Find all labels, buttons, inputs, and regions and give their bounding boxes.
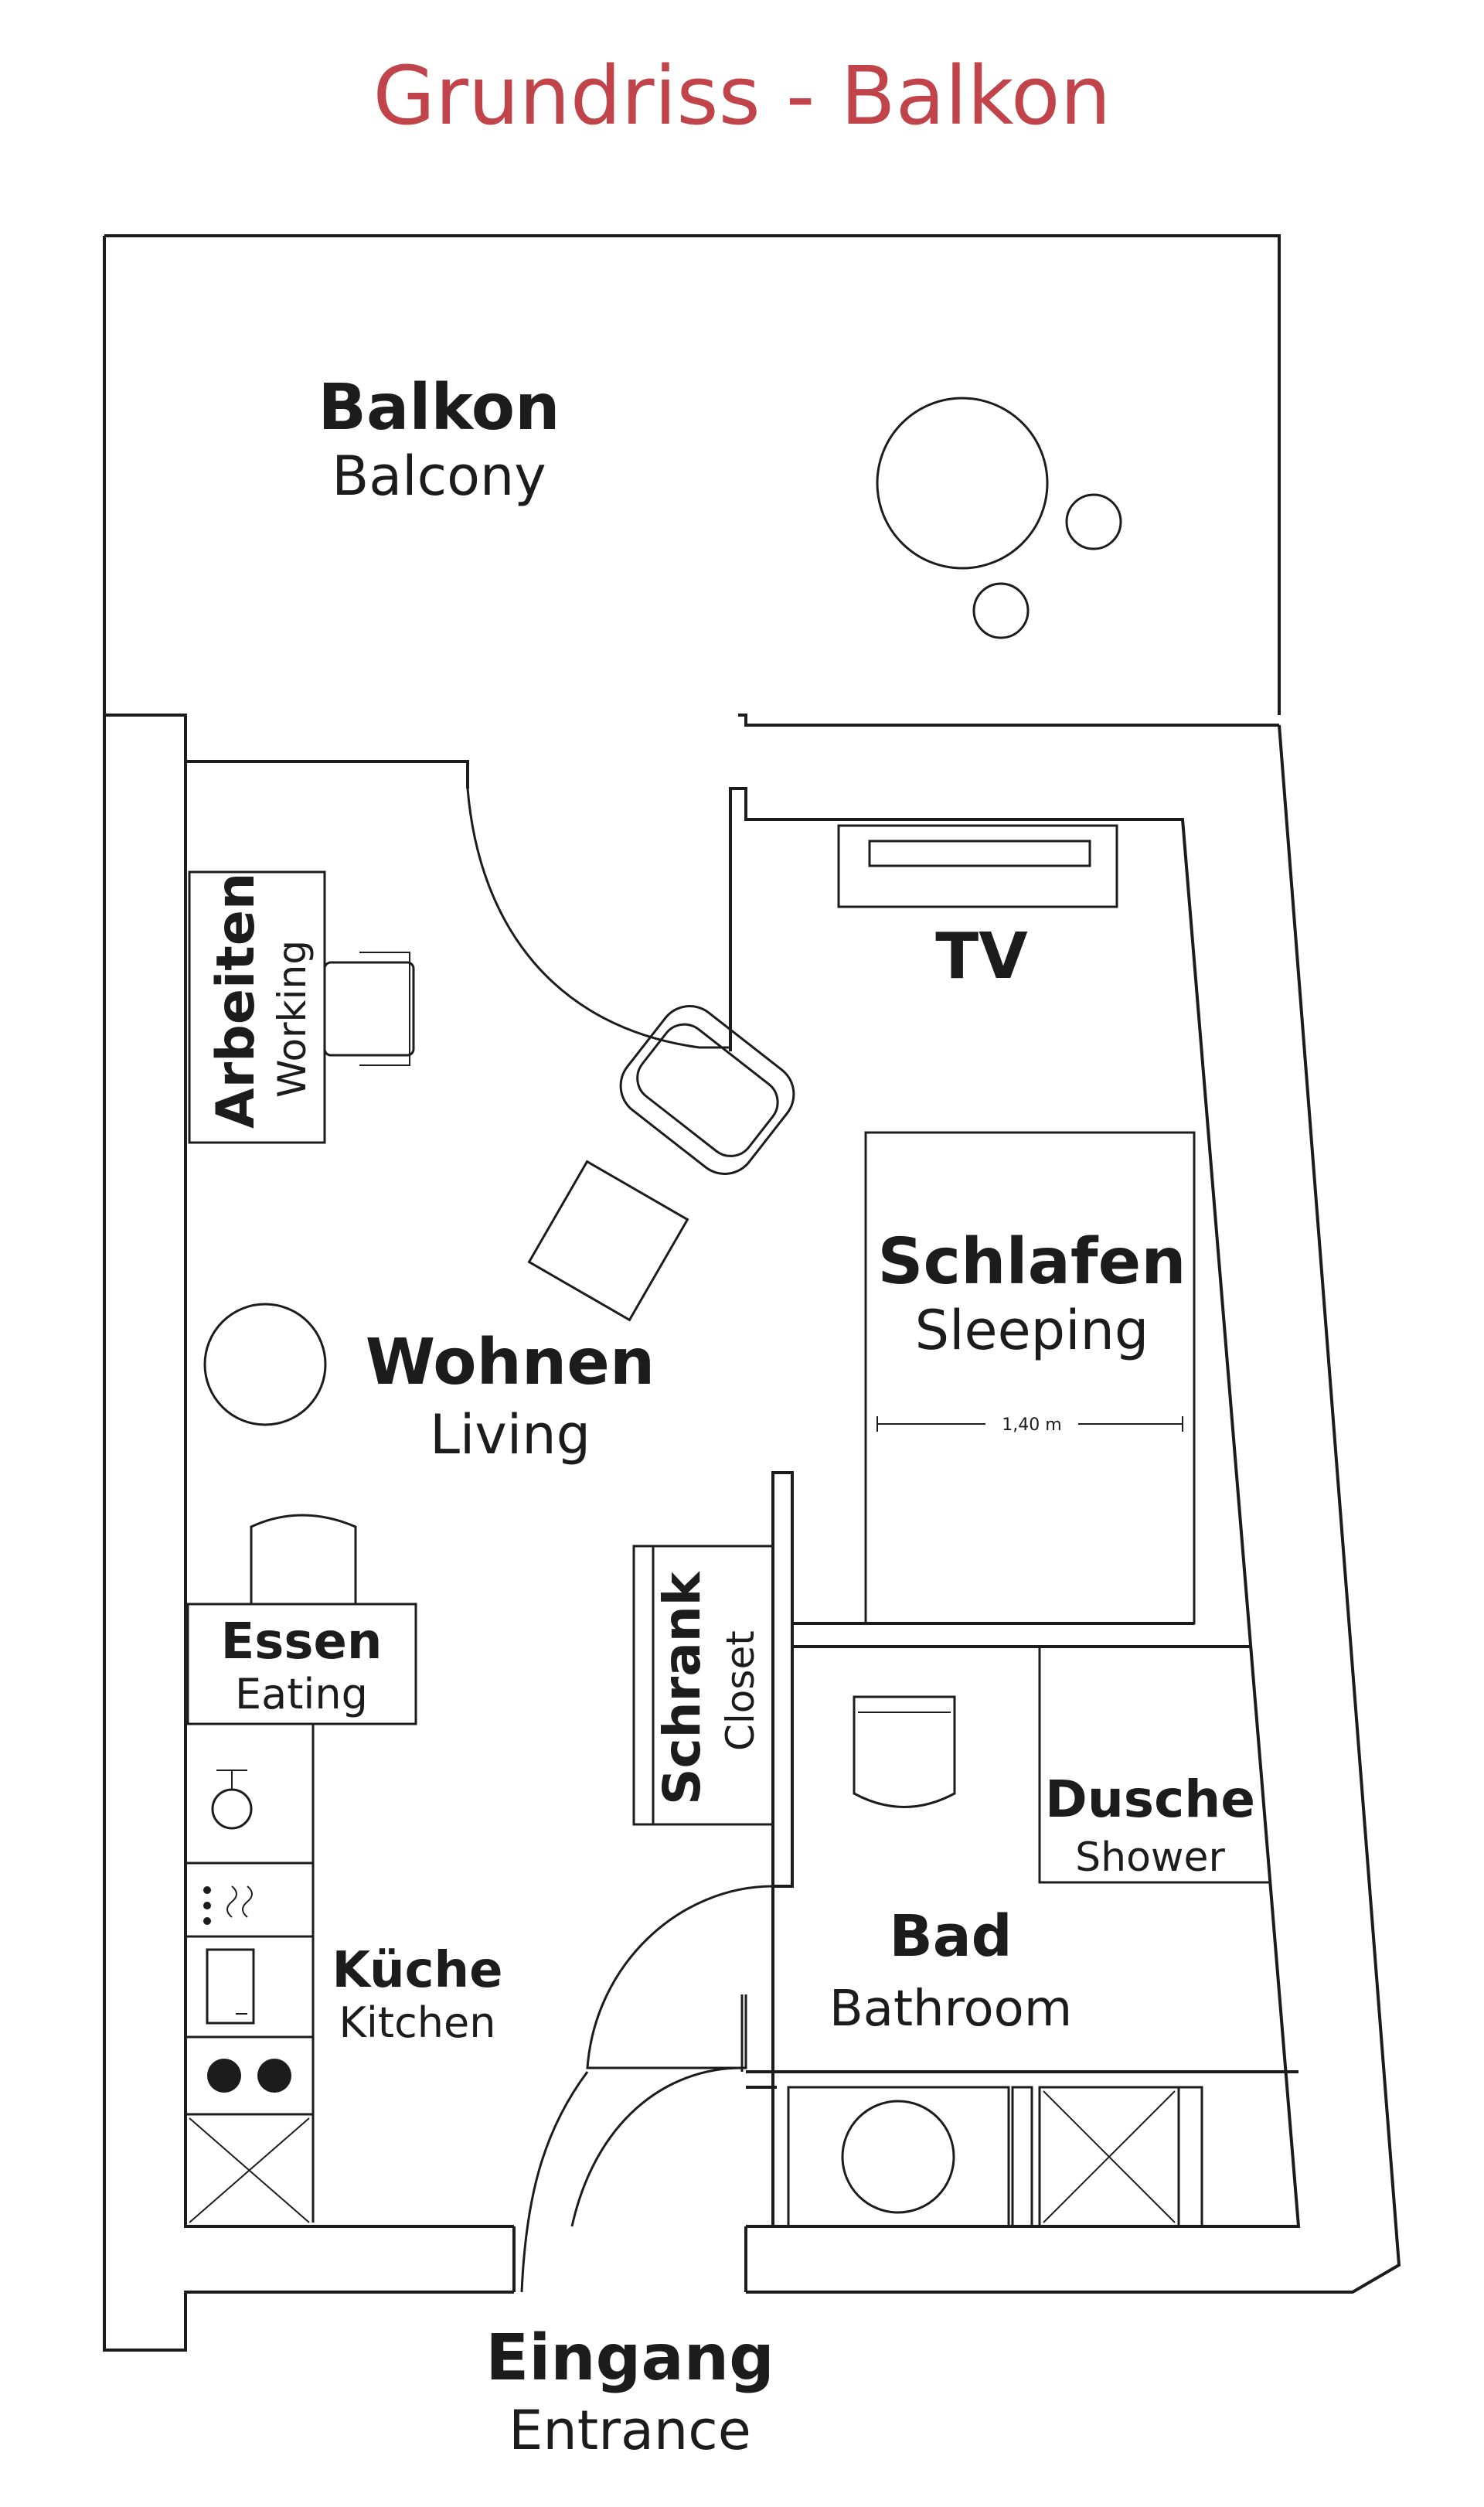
oven-icon [206,1948,255,2025]
entrance-label-en: Entrance [509,2399,751,2462]
sink-icon [211,1788,253,1830]
dining-chair [250,1514,357,1604]
table-round-large [876,397,1049,570]
living-label-de: Wohnen [366,1326,655,1399]
toilet [853,1695,956,1808]
living-area: Wohnen Living [203,1303,655,1466]
stove-burner-icon [207,2059,241,2093]
working-label-en: Working [270,940,315,1098]
washbasin-icon [841,2100,955,2214]
stool-round [972,582,1030,639]
balcony-label-de: Balkon [318,371,560,445]
kitchen-counter: Küche Kitchen [186,1722,503,2223]
desk: Arbeiten Working [188,870,415,1144]
working-label-de: Arbeiten [206,873,267,1129]
entrance-label-de: Eingang [485,2321,774,2395]
washbasin-cabinet [787,2086,1010,2228]
tv-label: TV [935,920,1028,993]
desk-chair [323,961,415,1057]
sleeping-label-de: Schlafen [877,1225,1186,1299]
tv-unit: TV [837,824,1118,993]
bathroom-label-en: Bathroom [829,1981,1072,2038]
dining-table: Essen Eating [186,1514,417,1725]
page-title: Grundriss - Balkon [373,49,1111,143]
closet: Schrank Closet [632,1471,794,1888]
shower-label-en: Shower [1075,1834,1225,1881]
sleeping-label-en: Sleeping [915,1299,1149,1362]
balcony-door-swing [466,788,730,1049]
closet-label-de: Schrank [652,1570,712,1805]
kitchen-label-en: Kitchen [339,1998,496,2047]
bathroom-label-de: Bad [889,1903,1012,1970]
armchair [527,1005,795,1322]
closet-label-en: Closet [718,1630,763,1751]
balcony-area [103,234,1281,789]
bathroom: Dusche Shower Bad Bathroom [746,1622,1298,2228]
balcony-label-en: Balcony [332,445,546,508]
stool-round [1065,493,1122,550]
eating-label-en: Eating [235,1670,368,1718]
entrance-door-swing [520,1994,744,2293]
shower-label-de: Dusche [1045,1770,1255,1829]
bed-width-label: 1,40 m [1002,1415,1061,1435]
bathroom-door-swing [586,1885,774,2069]
side-table [203,1303,327,1426]
ottoman [527,1160,689,1322]
stove-burner-icon [257,2059,291,2093]
bed: Schlafen Sleeping 1,40 m [864,1131,1196,1625]
living-label-en: Living [430,1403,591,1466]
outer-walls [103,715,1401,2352]
kitchen-label-de: Küche [332,1942,503,1999]
eating-label-de: Essen [221,1613,383,1671]
